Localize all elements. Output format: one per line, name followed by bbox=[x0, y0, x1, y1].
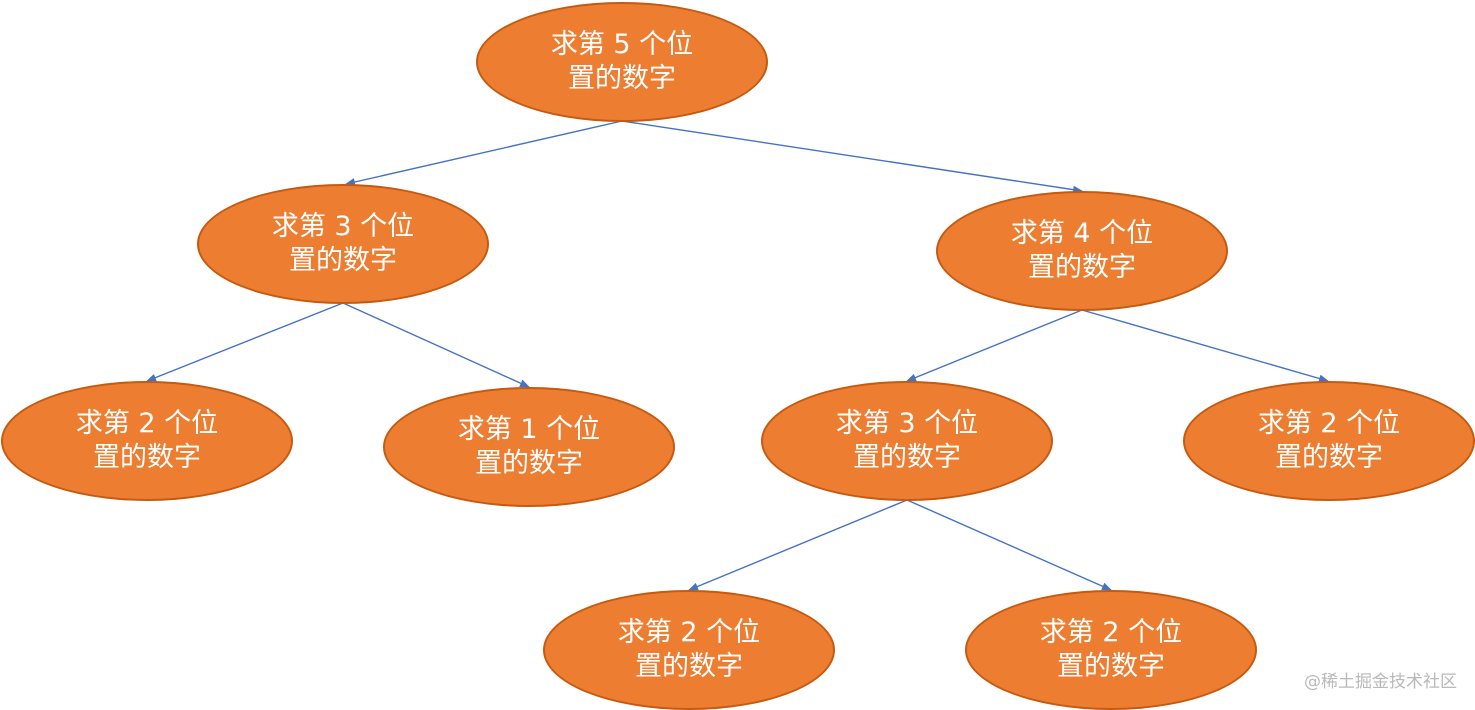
node-label: 求第 5 个位置的数字 bbox=[550, 29, 694, 94]
node-position-2-a: 求第 2 个位置的数字 bbox=[1, 381, 293, 501]
node-label: 求第 4 个位置的数字 bbox=[1010, 218, 1154, 283]
node-position-3-right: 求第 3 个位置的数字 bbox=[761, 381, 1053, 501]
node-label: 求第 2 个位置的数字 bbox=[617, 617, 761, 682]
node-position-3-left: 求第 3 个位置的数字 bbox=[197, 184, 489, 304]
node-position-2-b: 求第 2 个位置的数字 bbox=[1183, 381, 1475, 501]
node-label: 求第 3 个位置的数字 bbox=[271, 211, 415, 276]
node-position-2-c: 求第 2 个位置的数字 bbox=[543, 590, 835, 710]
node-position-5: 求第 5 个位置的数字 bbox=[476, 2, 768, 122]
edge-n3b-n2d bbox=[906, 499, 1112, 591]
node-label: 求第 2 个位置的数字 bbox=[75, 408, 219, 473]
edge-n3a-n1 bbox=[342, 302, 530, 388]
edge-n4-n2b bbox=[1081, 309, 1329, 383]
edge-n3b-n2c bbox=[688, 499, 908, 591]
node-label: 求第 2 个位置的数字 bbox=[1039, 617, 1183, 682]
edge-n4-n3b bbox=[906, 309, 1083, 382]
edge-n5-n3a bbox=[345, 120, 623, 186]
watermark: @稀土掘金技术社区 bbox=[1304, 672, 1457, 692]
node-position-2-d: 求第 2 个位置的数字 bbox=[965, 590, 1257, 710]
edge-n3a-n2a bbox=[146, 302, 344, 382]
node-position-1: 求第 1 个位置的数字 bbox=[383, 387, 675, 507]
node-label: 求第 1 个位置的数字 bbox=[457, 414, 601, 479]
node-position-4: 求第 4 个位置的数字 bbox=[936, 191, 1228, 311]
node-label: 求第 3 个位置的数字 bbox=[835, 408, 979, 473]
edge-n5-n4 bbox=[621, 120, 1083, 194]
node-label: 求第 2 个位置的数字 bbox=[1257, 408, 1401, 473]
